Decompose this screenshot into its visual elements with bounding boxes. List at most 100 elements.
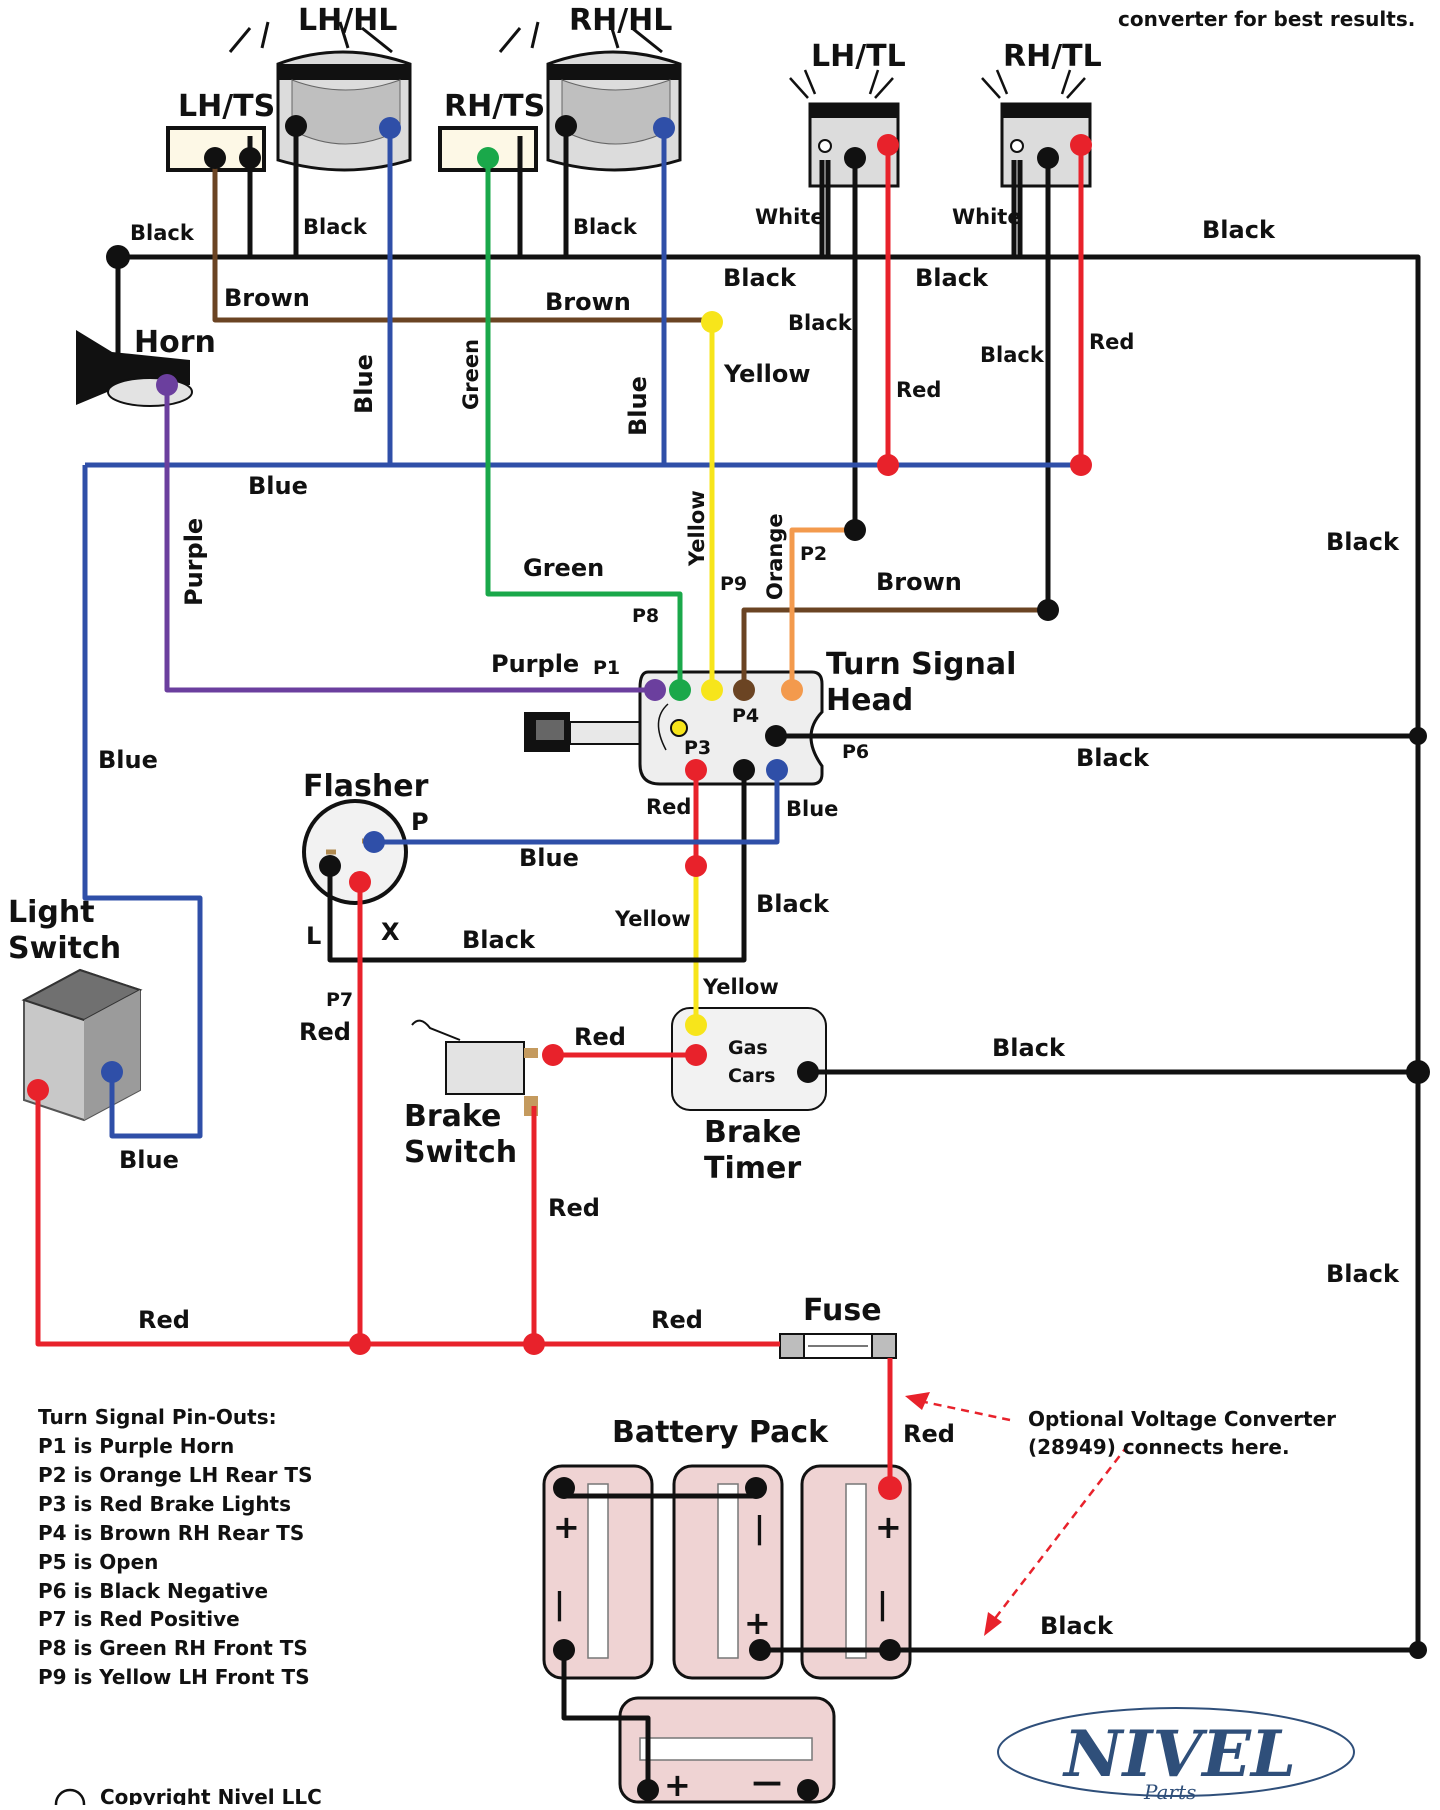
fuse-label: Fuse (803, 1293, 882, 1328)
black-terminal (733, 759, 755, 781)
black-terminal (637, 1779, 659, 1801)
pinout-item: P6 is Black Negative (38, 1579, 268, 1603)
black-terminal (1037, 599, 1059, 621)
pinout-item: P7 is Red Positive (38, 1607, 240, 1631)
wire-label-blue: Blue (624, 376, 652, 436)
brake-switch (411, 1019, 538, 1116)
black-terminal (555, 115, 577, 137)
pinout-item: P2 is Orange LH Rear TS (38, 1463, 312, 1487)
black-flasher-wire (327, 770, 747, 963)
light-switch-label-2: Switch (8, 931, 121, 966)
wire-label-yellow: Yellow (614, 907, 691, 931)
wire-label-red: Red (299, 1018, 351, 1046)
black-ground-bus (118, 254, 1421, 1650)
lh-taillight-label: LH/TL (811, 39, 906, 74)
red-terminal (685, 1044, 707, 1066)
green-p8-wire (485, 158, 683, 690)
light-switch-label-1: Light (8, 895, 95, 930)
wire-label-black: Black (980, 343, 1045, 367)
wire-label-blue: Blue (119, 1146, 179, 1174)
wire-label-black: Black (573, 215, 638, 239)
rh-taillight-label: RH/TL (1003, 39, 1102, 74)
black-terminal (106, 245, 130, 269)
red-terminal (349, 1333, 371, 1355)
black-terminal (765, 725, 787, 747)
wire-label-purple: Purple (491, 650, 579, 678)
black-terminal (879, 1639, 901, 1661)
svg-text:|: | (554, 1587, 565, 1622)
red-terminal (523, 1333, 545, 1355)
svg-text:+: + (664, 1766, 691, 1804)
green-terminal (669, 679, 691, 701)
black-terminal (797, 1061, 819, 1083)
turn-signal-head-label-1: Turn Signal (826, 647, 1016, 682)
wire-label-white: White (952, 205, 1022, 229)
pin-label-p7: P7 (326, 989, 353, 1011)
wire-label-red: Red (903, 1420, 955, 1448)
wire-label-black: Black (1202, 216, 1276, 244)
red-terminal (878, 1476, 902, 1500)
orange-terminal (781, 679, 803, 701)
wire-label-red: Red (548, 1194, 600, 1222)
horn-label: Horn (134, 325, 216, 360)
logo-sub: Parts (1143, 1780, 1196, 1804)
svg-text:+: + (553, 1508, 580, 1546)
wire-label-black: Black (992, 1034, 1066, 1062)
blue-flasher-wire (374, 770, 780, 845)
pin-label-p6: P6 (842, 741, 869, 763)
brake-timer-inner-1: Gas (728, 1037, 768, 1059)
nivel-logo: NIVEL Parts (997, 1707, 1355, 1804)
lh-taillight (789, 69, 900, 188)
wire-label-green: Green (523, 554, 604, 582)
wire-label-white: White (755, 205, 825, 229)
rh-turn-signal-label: RH/TS (444, 89, 545, 124)
pin-label-p2: P2 (800, 543, 827, 565)
red-terminal (1070, 454, 1092, 476)
wire-label-black: Black (723, 264, 797, 292)
wire-label-brown: Brown (876, 568, 962, 596)
pinout-item: P9 is Yellow LH Front TS (38, 1665, 310, 1689)
red-terminal (1070, 134, 1092, 156)
red-terminal (877, 454, 899, 476)
wire-label-black: Black (462, 926, 536, 954)
wire-label-black: Black (130, 221, 195, 245)
blue-terminal (363, 831, 385, 853)
pinout-item: P1 is Purple Horn (38, 1434, 234, 1458)
black-terminal (204, 147, 226, 169)
logo-main: NIVEL (1062, 1717, 1296, 1792)
wire-label-blue: Blue (350, 354, 378, 414)
black-terminal (844, 147, 866, 169)
pin-label-p1: P1 (593, 657, 620, 679)
lh-headlight (228, 21, 412, 172)
wire-label-red: Red (138, 1306, 190, 1334)
black-terminal (749, 1639, 771, 1661)
green-terminal (477, 147, 499, 169)
fuse (779, 1333, 897, 1359)
black-terminal (1406, 1060, 1430, 1084)
brake-switch-label-2: Switch (404, 1135, 517, 1170)
black-terminal (1409, 1641, 1427, 1659)
pin-label-p3: P3 (684, 737, 711, 759)
lh-turn-signal-label: LH/TS (178, 89, 275, 124)
wire-label-red: Red (1089, 330, 1134, 354)
pinout-title: Turn Signal Pin-Outs: (38, 1405, 277, 1429)
wire-label-black: Black (1076, 744, 1150, 772)
red-terminal (685, 855, 707, 877)
brown-p4-wire (741, 607, 1048, 690)
connection-dots (27, 115, 1430, 1801)
purple-terminal (156, 374, 178, 396)
pinout-legend: Turn Signal Pin-Outs: P1 is Purple Horn … (38, 1405, 312, 1689)
wire-label-black: Black (1040, 1612, 1114, 1640)
wire-label-red: Red (646, 795, 691, 819)
rh-taillight (981, 69, 1092, 188)
wire-label-red: Red (896, 378, 941, 402)
purple-terminal (644, 679, 666, 701)
svg-text:+: + (875, 1508, 902, 1546)
wire-label-blue: Blue (248, 472, 308, 500)
wire-label-green: Green (459, 339, 483, 410)
svg-text:|: | (754, 1511, 765, 1546)
pinout-item: P4 is Brown RH Rear TS (38, 1521, 304, 1545)
wire-label-blue: Blue (786, 797, 838, 821)
wire-label-brown: Brown (224, 284, 310, 312)
